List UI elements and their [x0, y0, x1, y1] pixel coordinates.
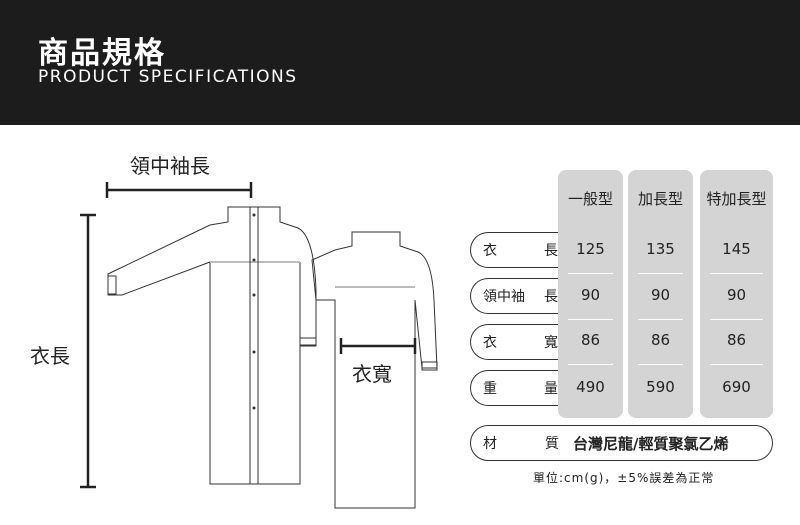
- column-header: 一般型: [567, 190, 613, 208]
- divider: [568, 273, 613, 274]
- size-column: 一般型 125 90 86 490: [558, 170, 623, 418]
- page-title: 商品規格: [38, 36, 166, 71]
- label: 量: [544, 381, 558, 397]
- table-cell: 590: [646, 378, 675, 396]
- coat-length-label: 衣長: [30, 344, 70, 368]
- divider: [638, 364, 683, 365]
- label: 衣: [483, 335, 497, 351]
- material-label: 質: [545, 436, 559, 452]
- divider: [710, 364, 763, 365]
- table-cell: 135: [646, 240, 675, 258]
- label: 重: [483, 381, 497, 397]
- table-cell: 90: [726, 286, 747, 304]
- measure-lines: [80, 182, 417, 489]
- coat-width-label: 衣寬: [352, 358, 392, 387]
- column-header: 特加長型: [706, 190, 767, 208]
- table-cell: 145: [722, 240, 751, 258]
- table-cell: 690: [722, 378, 751, 396]
- table-cell: 86: [726, 331, 747, 349]
- label: 寬: [544, 335, 558, 351]
- column-header: 加長型: [637, 190, 683, 208]
- table-cell: 125: [576, 240, 605, 258]
- material-label: 材: [483, 436, 497, 452]
- row-label-width: 衣寬: [470, 324, 570, 360]
- material-value: 台灣尼龍/輕質聚氯乙烯: [573, 434, 729, 453]
- row-label-length: 衣長: [470, 232, 570, 268]
- label: 衣: [483, 243, 497, 259]
- label: 長: [544, 289, 558, 305]
- table-cell: 490: [576, 378, 605, 396]
- table-cell: 86: [650, 331, 671, 349]
- table-cell: 90: [580, 286, 601, 304]
- header-banner: 商品規格 PRODUCT SPECIFICATIONS: [0, 0, 800, 125]
- size-column: 加長型 135 90 86 590: [628, 170, 693, 418]
- table-cell: 90: [650, 286, 671, 304]
- row-label-weight: 重量: [470, 370, 570, 406]
- unit-note: 單位:cm(g)，±5%誤差為正常: [533, 471, 715, 485]
- divider: [710, 273, 763, 274]
- label: 長: [544, 243, 558, 259]
- label: 領中袖: [483, 289, 525, 305]
- divider: [710, 319, 763, 320]
- raincoat-front: [107, 206, 317, 485]
- divider: [568, 319, 613, 320]
- divider: [568, 364, 613, 365]
- row-label-sleeve: 領中袖 長: [470, 278, 570, 314]
- size-column: 特加長型 145 90 86 690: [700, 170, 773, 418]
- divider: [638, 273, 683, 274]
- divider: [638, 319, 683, 320]
- page-subtitle: PRODUCT SPECIFICATIONS: [38, 67, 298, 87]
- table-cell: 86: [580, 331, 601, 349]
- material-row: 材 質 台灣尼龍/輕質聚氯乙烯: [470, 425, 773, 461]
- sleeve-length-label: 領中袖長: [130, 154, 210, 178]
